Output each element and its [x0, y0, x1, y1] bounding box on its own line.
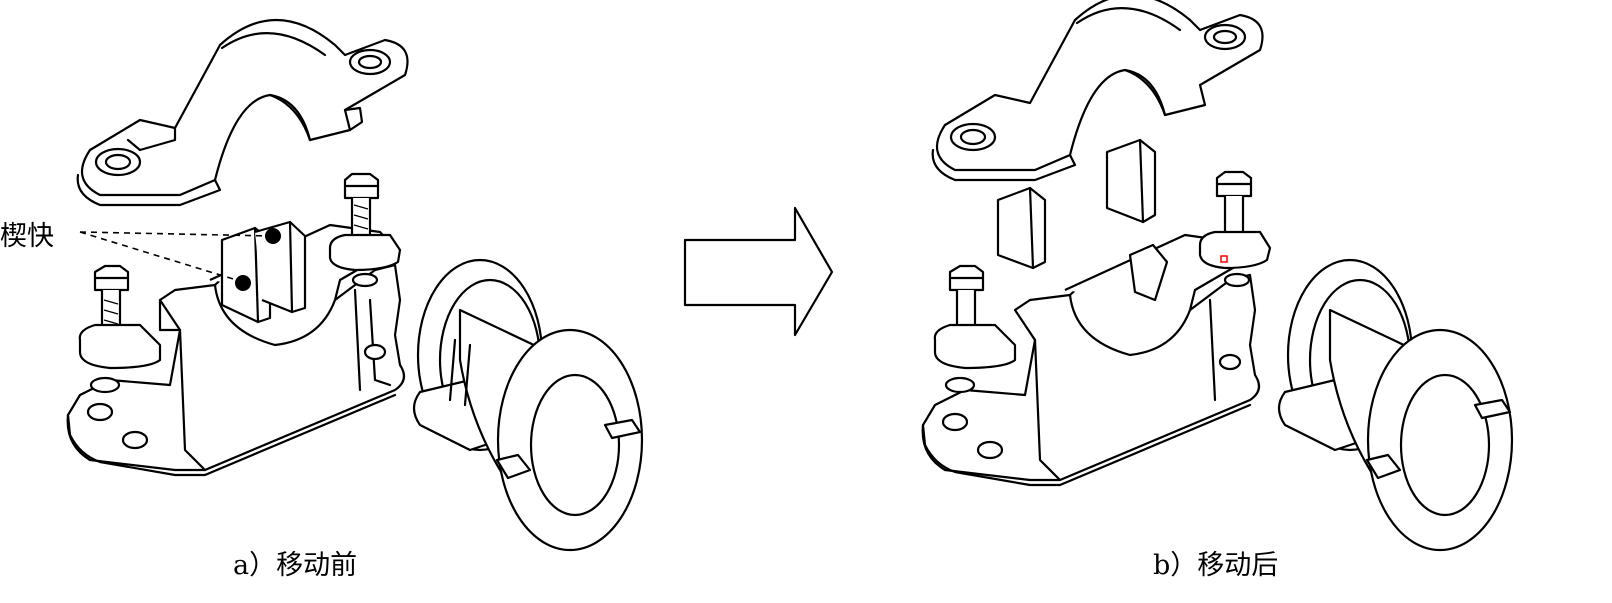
- wedge-callout-label: 楔快: [0, 221, 54, 252]
- bearing-bush-left: [412, 258, 644, 552]
- right-arrow-outline-icon: [683, 206, 834, 337]
- assembly-before-move: [66, 18, 644, 552]
- bearing-bush-right: [1277, 258, 1514, 552]
- wedge-blocks-left: [220, 220, 307, 324]
- caption-before-move: a）移动前: [233, 550, 358, 581]
- wedge-callout: [79, 228, 281, 291]
- caption-after-move: b）移动后: [1153, 550, 1279, 581]
- bearing-cap-right: [931, 0, 1264, 182]
- assembly-after-move: [921, 0, 1514, 552]
- bolt-left-front: [78, 264, 162, 394]
- bolt-right-front: [933, 264, 1017, 394]
- callout-dot-1: [265, 228, 281, 244]
- bearing-cap-left: [76, 18, 409, 207]
- callout-dot-2: [235, 275, 251, 291]
- highlight-marker: [1220, 255, 1228, 263]
- bolt-left-back: [328, 172, 402, 288]
- wedge-blocks-right: [996, 138, 1157, 270]
- bolt-right-back: [1198, 170, 1272, 288]
